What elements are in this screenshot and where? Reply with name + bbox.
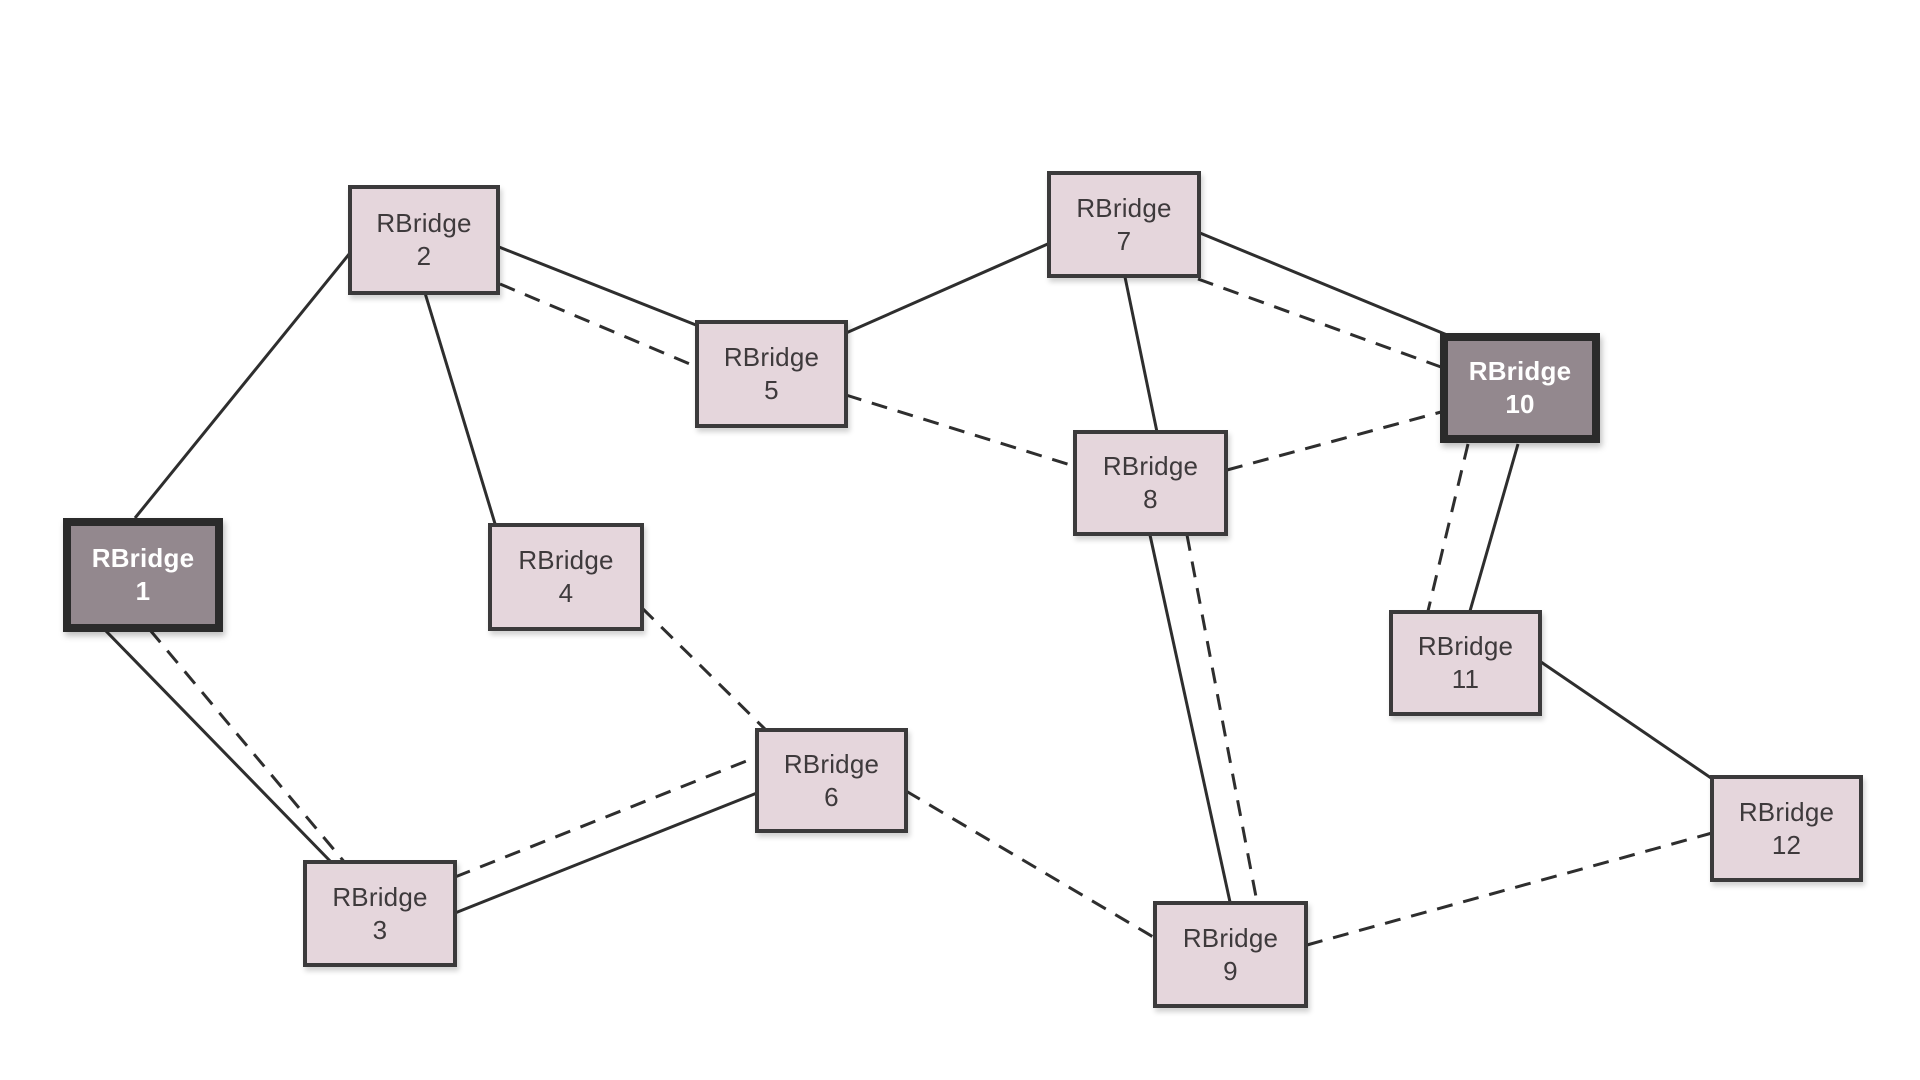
link-rb2-rb5-dashed <box>499 282 698 369</box>
link-rb5-rb7-solid <box>845 241 1051 335</box>
link-rb11-rb12-solid <box>1540 660 1715 782</box>
node-number: 11 <box>1451 664 1480 694</box>
link-rb7-rb10-solid <box>1199 231 1453 339</box>
node-label: RBridge <box>783 748 880 779</box>
link-rb9-rb12-dashed <box>1306 831 1713 947</box>
link-rb7-rb8-solid <box>1123 276 1159 433</box>
node-number: 10 <box>1505 389 1535 419</box>
link-rb8-rb9-solid <box>1148 534 1232 903</box>
link-rb1-rb3-solid <box>103 628 335 866</box>
link-rb3-rb6-solid <box>454 789 763 915</box>
node-number: 1 <box>135 576 151 606</box>
link-rb5-rb8-dashed <box>845 393 1078 469</box>
node-number: 4 <box>558 578 574 608</box>
link-rb3-rb6-dashed <box>454 754 760 879</box>
node-number: 5 <box>764 375 779 405</box>
node-label: RBridge <box>91 543 195 573</box>
node-label: RBridge <box>518 545 614 575</box>
link-rb7-rb10-dashed <box>1197 277 1442 369</box>
link-rb8-rb9-dashed <box>1185 534 1259 903</box>
node-number: 3 <box>372 914 388 945</box>
node-label: RBridge <box>1738 796 1835 827</box>
node-number: 2 <box>416 241 432 271</box>
node-label: RBridge <box>332 881 428 912</box>
link-rb2-rb5-solid <box>498 245 702 329</box>
node-number: 6 <box>824 781 839 812</box>
link-rb2-rb4-solid <box>423 292 498 528</box>
node-label: RBridge <box>1182 922 1279 953</box>
link-rb10-rb11-dashed <box>1426 443 1470 612</box>
link-rb4-rb6-dashed <box>640 606 774 738</box>
node-label: RBridge <box>723 342 820 372</box>
link-rb1-rb2-solid <box>133 252 352 519</box>
node-number: 8 <box>1143 484 1158 514</box>
link-rb10-rb11-solid <box>1468 443 1520 612</box>
node-label: RBridge <box>1417 631 1514 661</box>
node-label: RBridge <box>376 208 472 238</box>
node-number: 9 <box>1223 955 1238 986</box>
node-label: RBridge <box>1468 356 1572 386</box>
node-number: 12 <box>1771 829 1802 860</box>
link-rb1-rb3-dashed <box>148 629 348 865</box>
link-rb8-rb10-dashed <box>1226 410 1442 472</box>
node-label: RBridge <box>1076 192 1172 223</box>
link-rb6-rb9-dashed <box>905 789 1156 940</box>
node-number: 7 <box>1116 225 1132 256</box>
node-label: RBridge <box>1102 451 1199 481</box>
